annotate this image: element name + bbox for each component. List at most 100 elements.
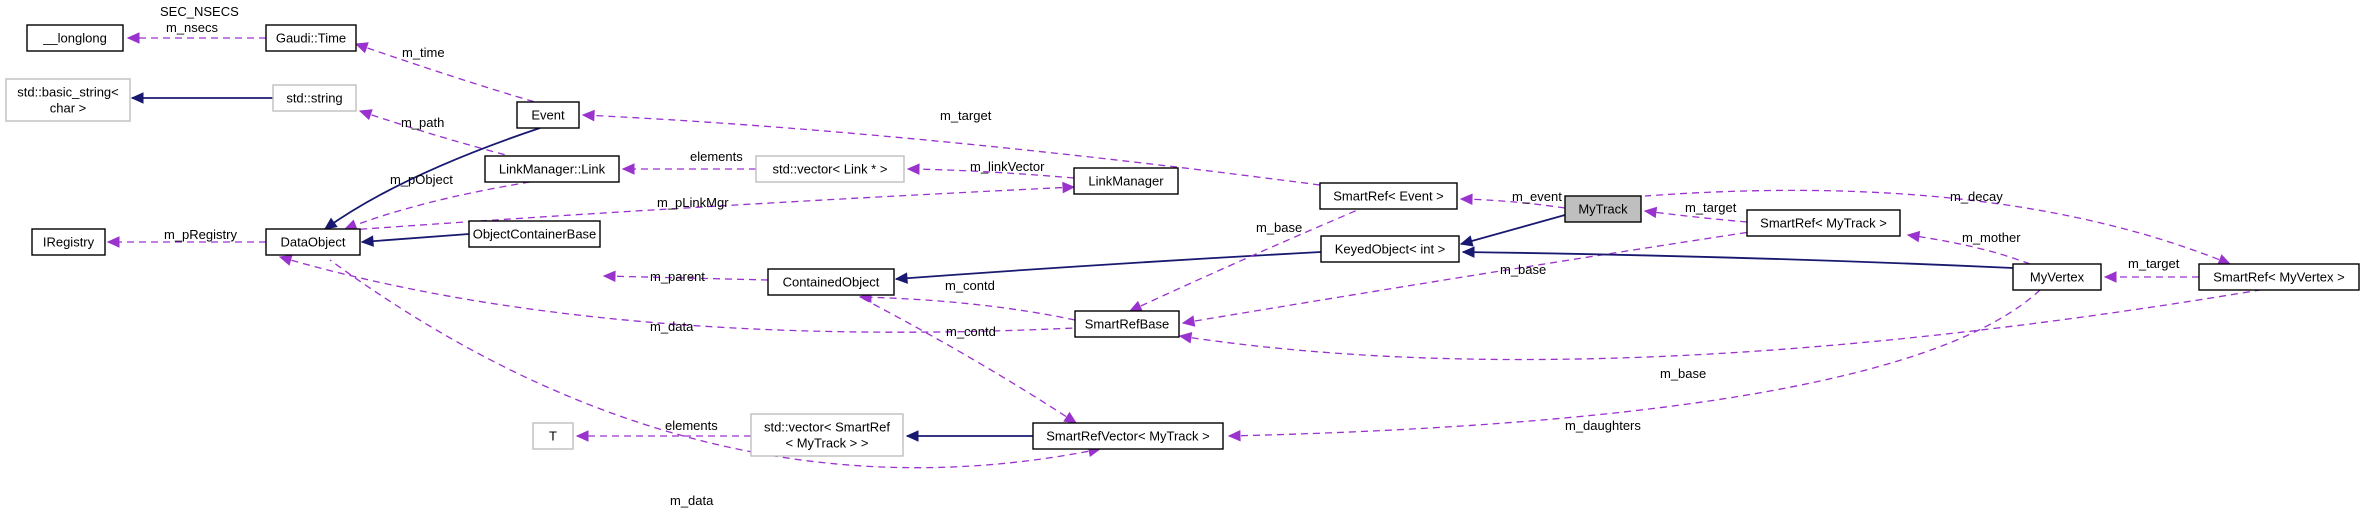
- edge-gauditime-to-event: [354, 42, 540, 103]
- edge-line: [859, 296, 1077, 424]
- node-box: [532, 422, 574, 450]
- edge-linkmanager-to-dataobject: [349, 181, 1076, 231]
- edge-basicstring-to-stdstring: [130, 92, 273, 104]
- edge-vectorsmartref-to-smartrefvector: [905, 430, 1033, 442]
- edge-line: [355, 43, 540, 103]
- node-label: SmartRef< MyTrack >: [1760, 216, 1887, 231]
- node-label: DataObject: [280, 235, 345, 250]
- edge-label: m_target: [2128, 256, 2180, 271]
- node-box: [468, 220, 601, 248]
- node-box: [2012, 263, 2102, 291]
- usage-arrow-icon: [1063, 411, 1078, 424]
- class-node-vectorsmartref[interactable]: std::vector< SmartRef< MyTrack > >: [750, 413, 904, 457]
- edge-smartrefbase-to-smartrefmytrack: [1181, 231, 1751, 327]
- class-node-longlong[interactable]: __longlong: [26, 24, 124, 52]
- edge-line: [603, 275, 769, 281]
- class-node-basicstring[interactable]: std::basic_string<char >: [5, 78, 131, 122]
- edge-label: m_target: [940, 108, 992, 123]
- class-node-stdstring[interactable]: std::string: [272, 84, 357, 112]
- edge-keyedobject-to-myvertex: [1461, 246, 2014, 269]
- node-box: [5, 78, 131, 122]
- class-node-dataobject[interactable]: DataObject: [265, 228, 361, 256]
- node-box: [750, 413, 904, 457]
- node-label: std::vector< Link * >: [773, 162, 888, 177]
- edge-line: [279, 256, 1076, 333]
- edge-label: m_data: [670, 493, 714, 508]
- inheritance-arrow-icon: [360, 235, 374, 247]
- edge-line: [349, 186, 1075, 231]
- edge-label: m_contd: [946, 324, 996, 339]
- edge-containedobject-to-smartrefvector: [859, 296, 1078, 424]
- edge-longlong-to-gauditime: [126, 32, 266, 44]
- edge-vectorlink-to-linkmanager: [906, 163, 1075, 179]
- edge-label: m_path: [401, 115, 444, 130]
- edge-label: m_event: [1512, 189, 1562, 204]
- class-node-linkmanager[interactable]: LinkManager: [1073, 167, 1179, 195]
- node-label: KeyedObject< int >: [1335, 242, 1446, 257]
- node-label: T: [549, 429, 557, 444]
- usage-arrow-icon: [343, 219, 358, 231]
- node-label: SmartRefBase: [1085, 317, 1170, 332]
- node-label: std::vector< SmartRef: [764, 420, 890, 435]
- usage-arrow-icon: [1643, 206, 1658, 219]
- class-node-smartrefmyvertex[interactable]: SmartRef< MyVertex >: [2198, 263, 2360, 291]
- node-box: [26, 24, 124, 52]
- node-box: [1746, 209, 1901, 237]
- node-label: IRegistry: [43, 235, 95, 250]
- edge-label: m_decay: [1950, 189, 2003, 204]
- class-node-smartrefvector[interactable]: SmartRefVector< MyTrack >: [1032, 422, 1224, 450]
- class-node-myvertex[interactable]: MyVertex: [2012, 263, 2102, 291]
- edge-t-to-vectorsmartref: [575, 430, 751, 442]
- edge-line: [1644, 189, 2231, 265]
- usage-arrow-icon: [581, 109, 595, 122]
- floating-label-sec_nsecs: SEC_NSECS: [160, 4, 239, 19]
- edge-line: [1644, 210, 1748, 223]
- node-box: [1320, 235, 1460, 263]
- class-node-objcontainerbase[interactable]: ObjectContainerBase: [468, 220, 601, 248]
- class-node-event[interactable]: Event: [516, 101, 580, 129]
- class-node-smartrefmytrack[interactable]: SmartRef< MyTrack >: [1746, 209, 1901, 237]
- edge-event-to-smartrefevent: [581, 109, 1321, 186]
- edge-label: m_base: [1660, 366, 1706, 381]
- edge-line: [1460, 214, 1566, 245]
- node-box: [516, 101, 580, 129]
- node-label: SmartRef< MyVertex >: [2213, 270, 2345, 285]
- edge-label: elements: [665, 418, 718, 433]
- edge-keyedobject-to-mytrack: [1459, 214, 1566, 247]
- class-node-mytrack[interactable]: MyTrack: [1564, 195, 1642, 223]
- class-node-t[interactable]: T: [532, 422, 574, 450]
- usage-arrow-icon: [1128, 300, 1143, 312]
- node-box: [2198, 263, 2360, 291]
- inheritance-arrow-icon: [1459, 235, 1474, 247]
- node-label: MyTrack: [1578, 202, 1628, 217]
- edge-label: m_data: [650, 319, 694, 334]
- edge-dataobject-to-objcontainerbase: [360, 233, 470, 247]
- edge-smartrefmytrack-to-myvertex: [1906, 230, 2031, 265]
- node-label: ContainedObject: [783, 275, 880, 290]
- edge-line: [1179, 289, 2261, 361]
- edge-myvertex-to-smartrefmyvertex: [2103, 271, 2199, 283]
- edge-dataobject-to-smartrefbase: [278, 254, 1076, 333]
- class-node-smartrefevent[interactable]: SmartRef< Event >: [1319, 182, 1458, 210]
- class-node-linkmgrlink[interactable]: LinkManager::Link: [484, 155, 620, 183]
- edge-line: [361, 233, 470, 243]
- node-box: [1073, 167, 1179, 195]
- node-label: < MyTrack > >: [786, 436, 869, 451]
- class-node-vectorlink[interactable]: std::vector< Link * >: [755, 155, 905, 183]
- edge-line: [1462, 251, 2014, 269]
- class-node-gauditime[interactable]: Gaudi::Time: [265, 24, 357, 52]
- class-node-keyedobject[interactable]: KeyedObject< int >: [1320, 235, 1460, 263]
- class-node-containedobject[interactable]: ContainedObject: [767, 268, 895, 296]
- class-node-iregistry[interactable]: IRegistry: [31, 228, 106, 256]
- inheritance-arrow-icon: [130, 92, 144, 104]
- edge-line: [1460, 198, 1566, 209]
- class-node-smartrefbase[interactable]: SmartRefBase: [1074, 310, 1180, 338]
- edge-smartrefvector-to-myvertex: [1227, 289, 2041, 442]
- edge-line: [582, 114, 1321, 186]
- inheritance-arrow-icon: [894, 272, 908, 284]
- usage-arrow-icon: [2103, 271, 2117, 283]
- node-box: [755, 155, 905, 183]
- edge-line: [1129, 208, 1361, 312]
- edge-label: m_pLinkMgr: [657, 195, 729, 210]
